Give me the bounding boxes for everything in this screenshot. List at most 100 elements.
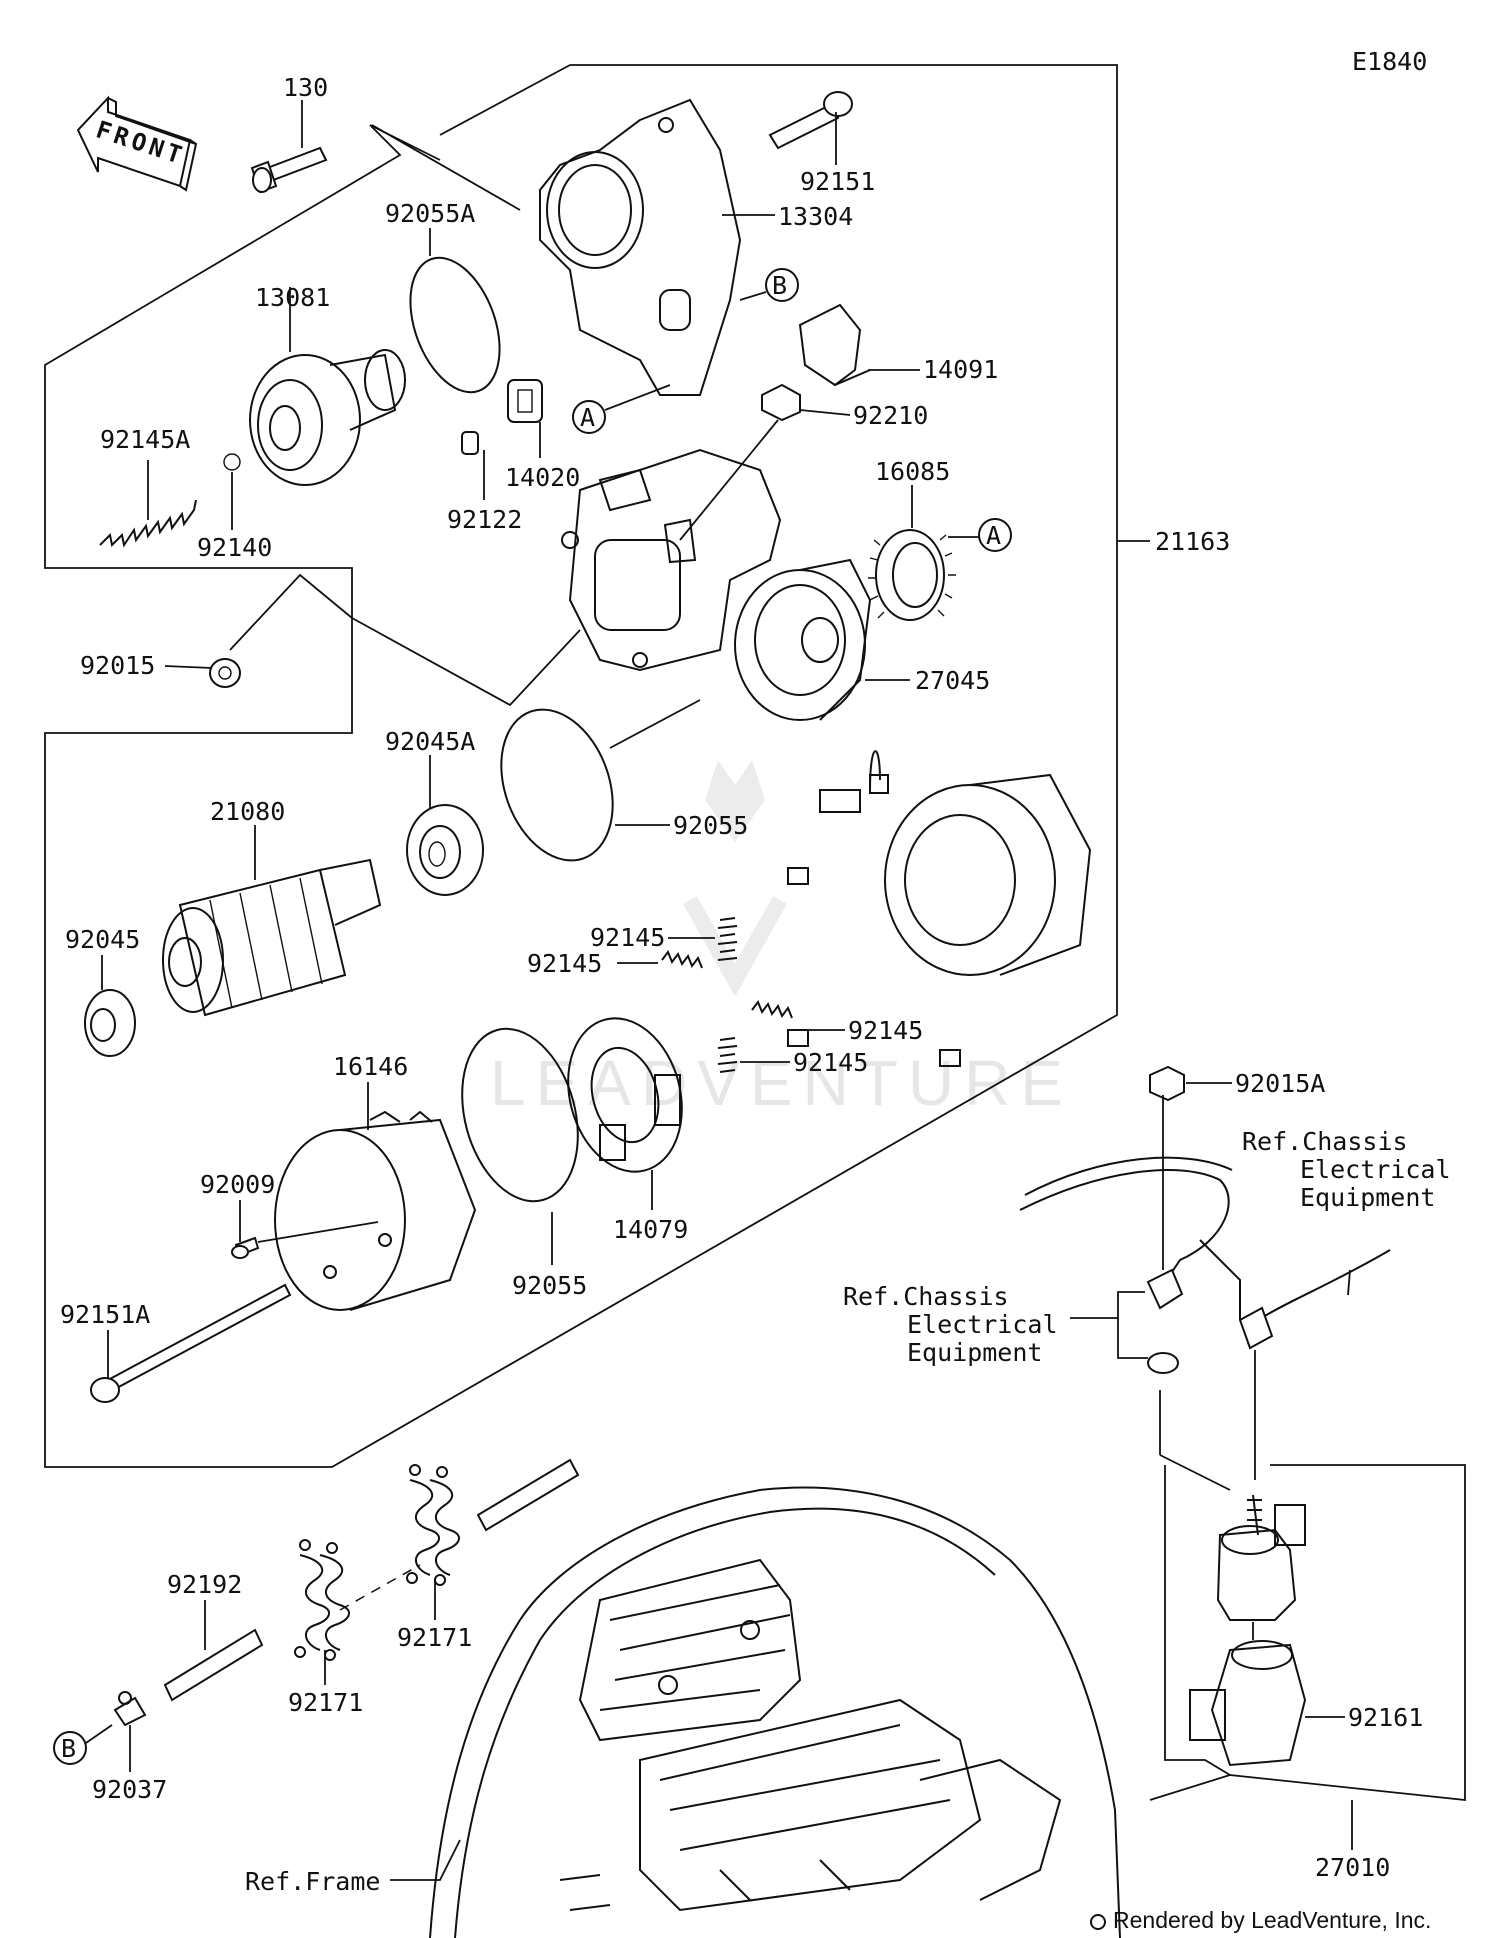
bearing-92045-icon [84, 989, 136, 1057]
starter-relay-27010-icon [1189, 1494, 1307, 1767]
battery-cable-icon [1019, 1095, 1391, 1480]
part-label-92045: 92045 [65, 925, 140, 954]
part-label-92055-lower: 92055 [512, 1271, 587, 1300]
relay-assembly-frame [1164, 1464, 1466, 1802]
svg-text:A: A [986, 521, 1001, 550]
leader-92210-post [679, 419, 779, 541]
clip-92037-icon [113, 1691, 147, 1727]
part-label-27045: 27045 [915, 666, 990, 695]
retainer-14020-icon [507, 379, 543, 423]
part-label-92145-4: 92145 [793, 1048, 868, 1077]
part-label-27010: 27010 [1315, 1853, 1390, 1882]
frame-housing-leader [351, 617, 581, 707]
callout-A-right: A [978, 518, 1012, 552]
part-label-92037: 92037 [92, 1775, 167, 1804]
ball-92140-icon [223, 453, 241, 471]
part-label-92122: 92122 [447, 505, 522, 534]
frame-inner-lines [371, 64, 571, 211]
part-label-92055-upper: 92055 [673, 811, 748, 840]
part-label-92015A: 92015A [1235, 1069, 1325, 1098]
part-label-16146: 16146 [333, 1052, 408, 1081]
part-label-92171-2: 92171 [397, 1623, 472, 1652]
yoke-assembly-icon [787, 750, 1092, 1067]
callout-A-left: A [572, 400, 606, 434]
oring-92055A-icon [409, 256, 501, 394]
frame-washer-leader [229, 573, 353, 651]
wire-clamps-92171-icon [294, 1464, 460, 1661]
vehicle-frame-icon [429, 1486, 1121, 1938]
part-label-92171-1: 92171 [288, 1688, 363, 1717]
ref-chassis-left-line1: Ref.Chassis [843, 1282, 1009, 1311]
part-label-92055A: 92055A [385, 199, 475, 228]
washer-92015-icon [209, 658, 241, 688]
bearing-92045A-icon [406, 804, 484, 896]
part-label-130: 130 [283, 73, 328, 102]
ref-chassis-left-line2: Electrical [907, 1310, 1058, 1339]
part-label-92151: 92151 [800, 167, 875, 196]
ref-frame-label: Ref.Frame [245, 1867, 380, 1896]
nut-92015A-icon [1149, 1065, 1185, 1102]
svg-text:B: B [61, 1734, 76, 1763]
credit-text: Rendered by LeadVenture, Inc. [1113, 1907, 1431, 1933]
clutch-13081-icon [249, 349, 406, 486]
nut-92210-icon [761, 383, 801, 422]
ref-chassis-upper-line1: Ref.Chassis [1242, 1127, 1408, 1156]
part-label-92140: 92140 [197, 533, 272, 562]
part-label-13304: 13304 [778, 202, 853, 231]
part-label-92145A: 92145A [100, 425, 190, 454]
part-label-16085: 16085 [875, 457, 950, 486]
front-arrow-icon: FRONT [76, 95, 198, 192]
leader-relay-frame [1149, 1774, 1231, 1801]
oring-92055-lower-icon [461, 1027, 579, 1203]
brush-springs-92145-icon [661, 917, 793, 1073]
part-label-92009: 92009 [200, 1170, 275, 1199]
ref-chassis-upper-line3: Equipment [1300, 1183, 1435, 1212]
spring-92145A-icon [99, 499, 197, 548]
part-label-92151A: 92151A [60, 1300, 150, 1329]
part-label-92145-2: 92145 [527, 949, 602, 978]
leader-92009-cover [257, 1221, 379, 1243]
bolt-92151A-icon [90, 1283, 292, 1403]
diagram-code: E1840 [1352, 47, 1427, 76]
part-label-92045A: 92045A [385, 727, 475, 756]
armature-21080-icon [162, 858, 382, 1017]
part-label-92145-3: 92145 [848, 1016, 923, 1045]
bolt-92151-icon [768, 91, 853, 150]
leader-ref-chassis-upper [1347, 1269, 1351, 1296]
leader-ref-chassis-left [1070, 1291, 1148, 1359]
leader-ref-frame [390, 1839, 461, 1881]
assembly-frame-21163 [44, 64, 1118, 1468]
callout-B-top: B [765, 268, 799, 302]
part-label-14079: 14079 [613, 1215, 688, 1244]
part-label-21163: 21163 [1155, 527, 1230, 556]
cap-14091-icon [798, 303, 871, 387]
svg-text:A: A [580, 403, 595, 432]
bolt-130-icon [250, 146, 328, 194]
part-label-14020: 14020 [505, 463, 580, 492]
oring-92055-upper-icon [500, 708, 614, 862]
leader-nut-solenoid2 [1159, 1454, 1231, 1491]
part-label-92145-1: 92145 [590, 923, 665, 952]
pin-92122-icon [461, 431, 479, 455]
starter-solenoid-housing-icon [561, 448, 782, 672]
part-label-21080: 21080 [210, 797, 285, 826]
part-label-92015: 92015 [80, 651, 155, 680]
ref-chassis-left-line3: Equipment [907, 1338, 1042, 1367]
brush-holder-14079-icon [567, 1017, 683, 1173]
part-label-92210: 92210 [853, 401, 928, 430]
svg-text:B: B [772, 271, 787, 300]
pipe-92192-icon [163, 1458, 580, 1702]
clamp-dash-line [339, 1564, 421, 1611]
callout-B-bottom: B [53, 1731, 87, 1765]
ref-chassis-upper-line2: Electrical [1300, 1155, 1451, 1184]
leader-92015 [164, 665, 213, 669]
part-label-92192: 92192 [167, 1570, 242, 1599]
leader-92210 [799, 409, 851, 416]
leader-oring-housing [609, 699, 701, 749]
part-label-92161: 92161 [1348, 1703, 1423, 1732]
housing-13304-icon [539, 98, 775, 396]
leader-B-top [739, 291, 767, 301]
watermark: LEADVENTURE [490, 760, 1063, 1119]
cover-27045-icon [734, 558, 872, 721]
